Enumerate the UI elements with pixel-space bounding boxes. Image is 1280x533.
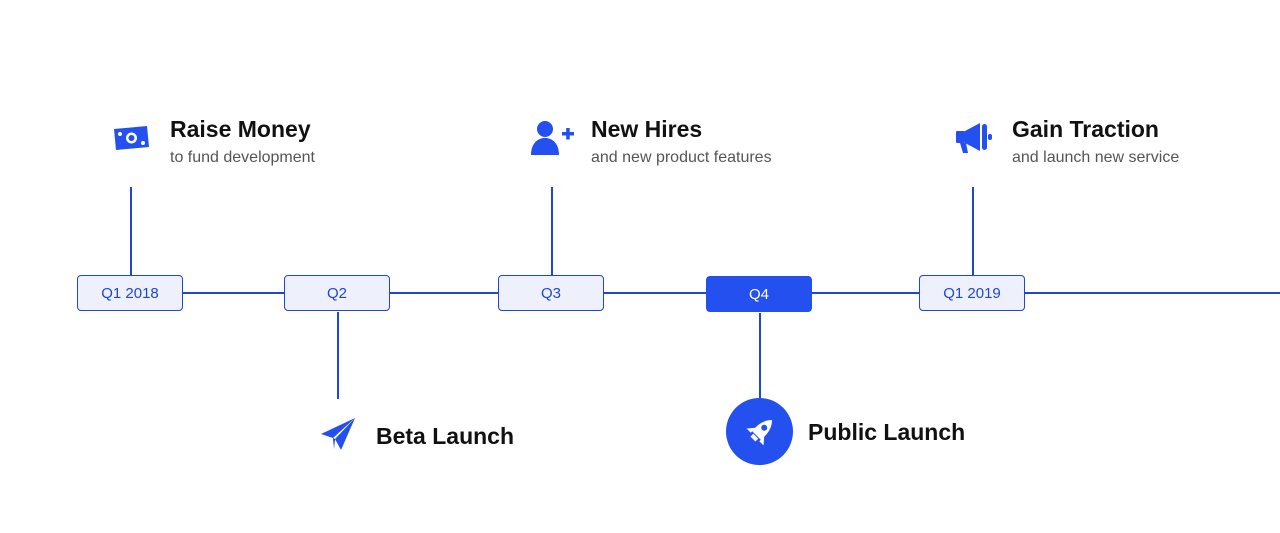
money-icon — [111, 123, 151, 153]
period-chip-q3: Q3 — [498, 275, 604, 311]
milestone-title-beta-launch: Beta Launch — [376, 423, 515, 449]
period-chip-q1-2018: Q1 2018 — [77, 275, 183, 311]
paper-plane-icon — [319, 416, 357, 452]
milestone-title-new-hires: New Hires — [591, 116, 703, 142]
milestone-title-public-launch: Public Launch — [808, 419, 966, 445]
connector-raise-money — [130, 187, 132, 275]
timeline-axis — [78, 292, 1280, 294]
milestone-subtitle-gain-traction: and launch new service — [1012, 149, 1180, 166]
add-user-icon — [529, 119, 575, 157]
rocket-icon — [726, 398, 793, 465]
connector-beta-launch — [337, 312, 339, 399]
milestone-title-gain-traction: Gain Traction — [1012, 116, 1159, 142]
milestone-subtitle-raise-money: to fund development — [170, 149, 315, 166]
connector-gain-traction — [972, 187, 974, 275]
connector-public-launch — [759, 313, 761, 400]
connector-new-hires — [551, 187, 553, 275]
period-chip-q1-2019: Q1 2019 — [919, 275, 1025, 311]
milestone-subtitle-new-hires: and new product features — [591, 149, 772, 166]
megaphone-icon — [954, 120, 994, 156]
milestone-title-raise-money: Raise Money — [170, 116, 311, 142]
period-chip-q4: Q4 — [706, 276, 812, 312]
period-chip-q2: Q2 — [284, 275, 390, 311]
